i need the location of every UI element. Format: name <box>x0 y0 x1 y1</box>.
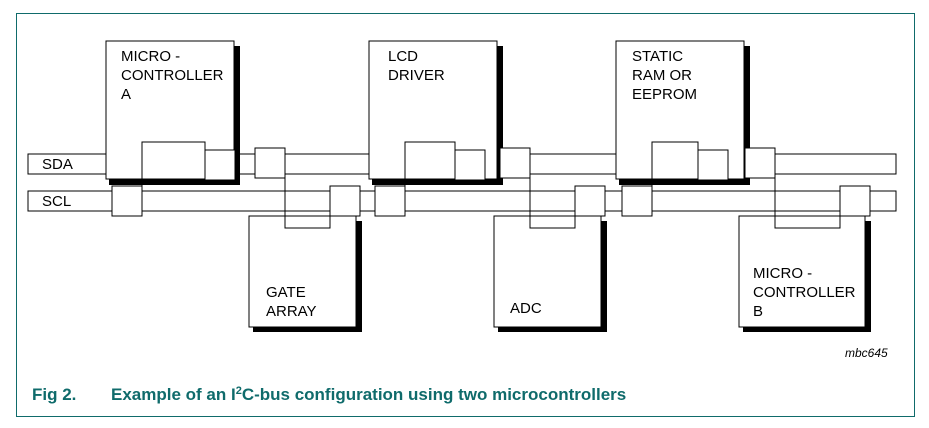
micro-controller-b-block <box>738 215 866 328</box>
figure-frame <box>16 13 915 417</box>
scl-bus-line <box>27 190 897 212</box>
lcd-label-line: LCD <box>388 48 418 65</box>
caption-suffix: C-bus configuration using two microcontr… <box>241 385 627 404</box>
micro-a-label-line: MICRO - <box>121 48 180 65</box>
lcd-scl-wire <box>404 141 456 186</box>
micro-a-scl-wire <box>141 141 206 186</box>
adc-sda-connector <box>499 147 531 179</box>
gate-array-block <box>248 215 357 328</box>
gate-label-line: GATE <box>266 284 306 301</box>
micro-b-wire <box>774 178 841 229</box>
scl-label: SCL <box>42 193 71 210</box>
gate-sda-connector <box>254 147 286 179</box>
micro-a-label-line: CONTROLLER <box>121 67 224 84</box>
micro-b-sda-connector <box>744 147 776 179</box>
figure-caption: Example of an I2C-bus configuration usin… <box>111 385 626 405</box>
sda-label: SDA <box>42 156 73 173</box>
lcd-scl-connector <box>374 185 406 217</box>
lcd-label-line: DRIVER <box>388 67 445 84</box>
micro-b-label-line: B <box>753 303 763 320</box>
micro-a-label-line: A <box>121 86 131 103</box>
micro-a-sda-connector <box>204 149 236 181</box>
figure-number: Fig 2. <box>32 385 77 404</box>
sram-sda-connector <box>697 149 729 181</box>
micro-b-label-line: MICRO - <box>753 265 812 282</box>
micro-b-scl-connector <box>839 185 871 217</box>
sram-scl-connector <box>621 185 653 217</box>
caption-superscript: 2 <box>235 385 242 397</box>
sram-label-line: EEPROM <box>632 86 697 103</box>
adc-label-line: ADC <box>510 300 542 317</box>
adc-wire <box>529 178 576 229</box>
sram-label-line: RAM OR <box>632 67 692 84</box>
gate-wire <box>284 178 331 229</box>
sram-scl-wire <box>651 141 699 186</box>
adc-scl-connector <box>574 185 606 217</box>
gate-label-line: ARRAY <box>266 303 317 320</box>
lcd-sda-connector <box>454 149 486 181</box>
sram-label-line: STATIC <box>632 48 683 65</box>
caption-prefix: Example of an I <box>111 385 236 404</box>
gate-scl-connector <box>329 185 361 217</box>
micro-b-label-line: CONTROLLER <box>753 284 856 301</box>
figure-reference: mbc645 <box>845 346 888 360</box>
adc-block <box>493 215 602 328</box>
micro-a-scl-connector <box>111 185 143 217</box>
